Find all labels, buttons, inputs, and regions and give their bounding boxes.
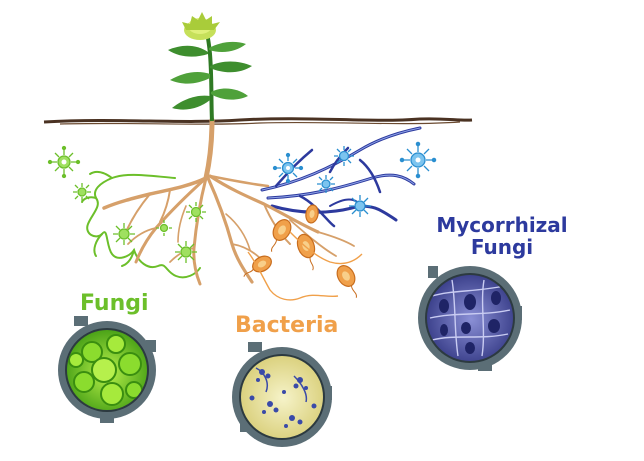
bacterium-icon bbox=[305, 204, 319, 224]
fungi-label: Fungi bbox=[80, 291, 149, 316]
green-microbes bbox=[47, 145, 206, 263]
bacteria-cluster bbox=[243, 204, 363, 301]
bacterium-icon bbox=[296, 233, 316, 271]
bacteria-lens bbox=[232, 342, 332, 447]
mycorrhizal-label-line1: Mycorrhizal bbox=[436, 213, 568, 237]
root-system bbox=[102, 117, 355, 286]
microbe-icon bbox=[334, 146, 354, 166]
bacterium-icon bbox=[271, 219, 292, 252]
microbe-icon bbox=[175, 241, 197, 263]
bacteria-label: Bacteria bbox=[235, 313, 339, 338]
microbe-icon bbox=[73, 183, 91, 201]
microbe-icon bbox=[399, 141, 437, 179]
microbe-icon bbox=[186, 202, 206, 222]
mycorrhizal-fungi-label: Mycorrhizal Fungi bbox=[412, 214, 592, 258]
soil-line bbox=[43, 117, 473, 124]
microbe-icon bbox=[113, 223, 135, 245]
mycorrhizal-hyphae bbox=[260, 126, 422, 228]
blue-microbes bbox=[272, 141, 437, 217]
microbe-icon bbox=[272, 152, 304, 184]
microbe-icon bbox=[349, 195, 371, 217]
mycorrhizal-label-line2: Fungi bbox=[470, 235, 534, 259]
microbe-icon bbox=[156, 220, 172, 236]
bacterium-icon bbox=[336, 265, 357, 298]
microbe-icon bbox=[47, 145, 81, 179]
mycorrhizal-lens bbox=[418, 266, 522, 371]
plant-icon bbox=[168, 12, 252, 122]
microbe-icon bbox=[317, 175, 335, 193]
fungi-lens bbox=[58, 316, 156, 423]
